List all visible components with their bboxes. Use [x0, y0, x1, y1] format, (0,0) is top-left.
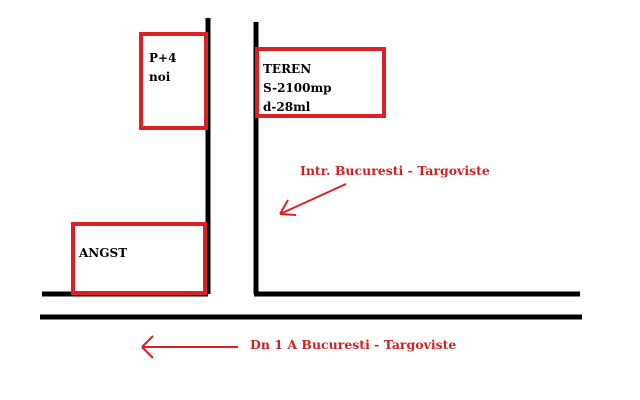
angst-box: [71, 222, 207, 295]
building-label-line1: P+4: [149, 51, 176, 65]
lot-label-line2: S-2100mp: [263, 81, 332, 95]
side-road-label: Intr. Bucuresti - Targoviste: [300, 163, 490, 178]
side-road-arrow: [279, 183, 347, 216]
main-road-arrow: [141, 335, 238, 359]
lot-label-line3: d-28ml: [263, 100, 311, 114]
angst-label: ANGST: [78, 246, 127, 260]
main-road-label: Dn 1 A Bucuresti - Targoviste: [250, 337, 456, 352]
building-p4-box: [139, 32, 208, 130]
building-label-line2: noi: [149, 70, 171, 84]
lot-label-line1: TEREN: [263, 62, 311, 76]
lot-teren-box: [255, 47, 386, 118]
